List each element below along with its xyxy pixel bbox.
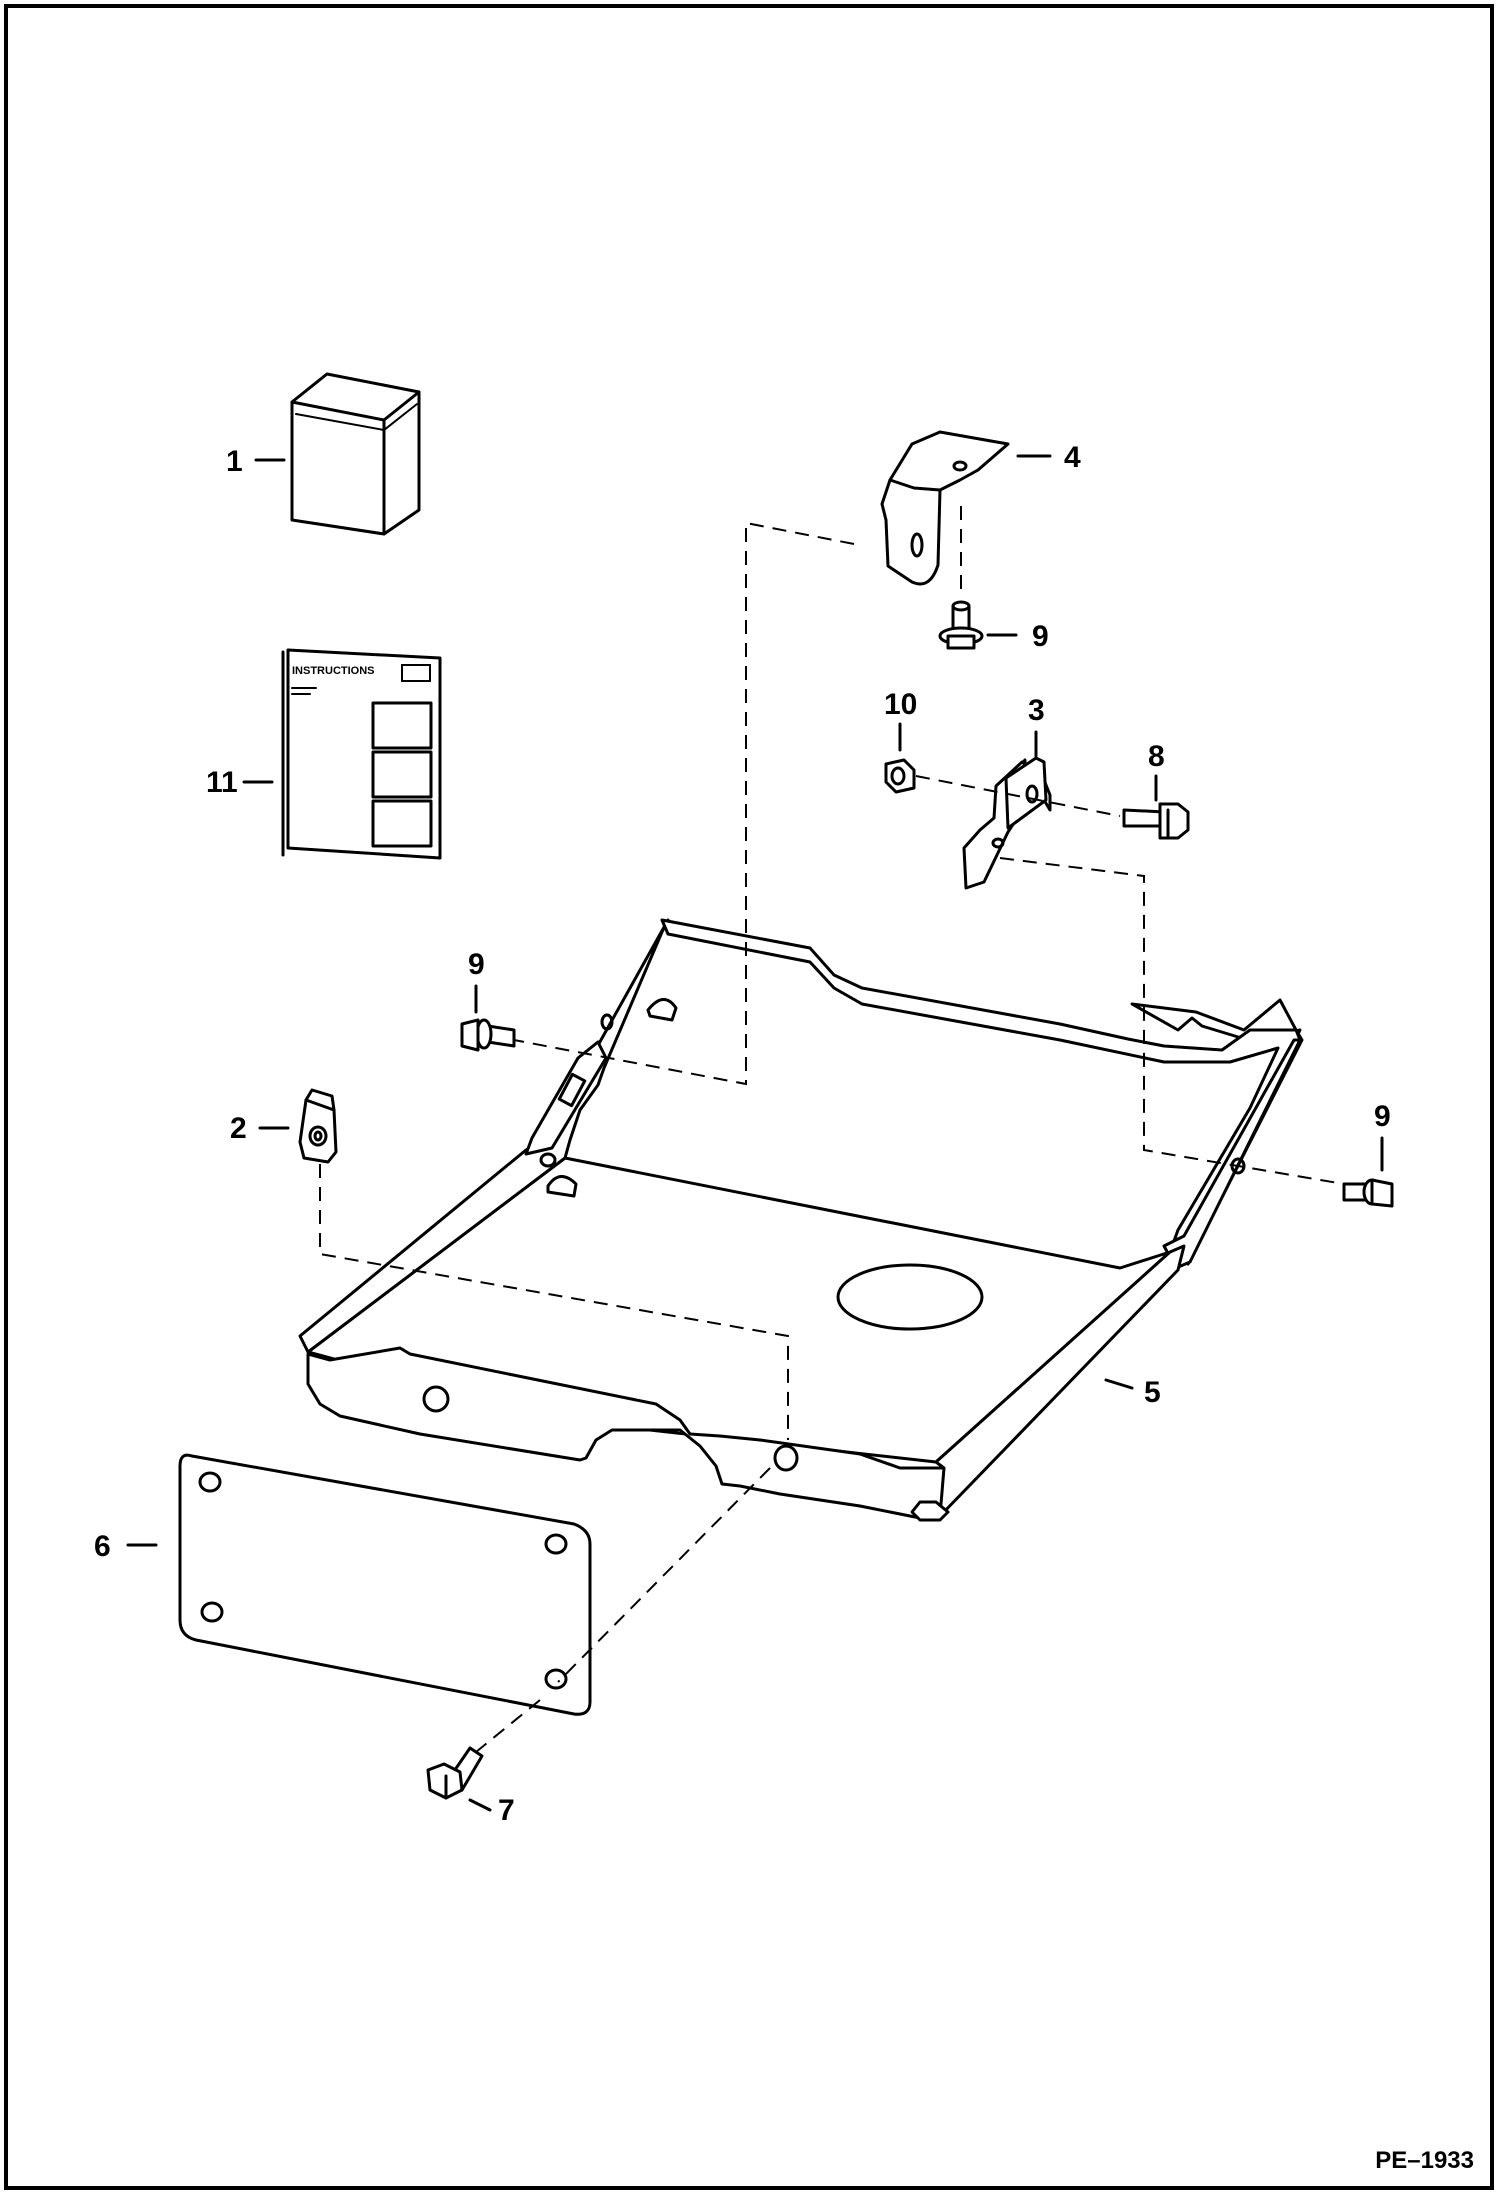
svg-text:2: 2 (230, 1112, 247, 1145)
callout-6: 6 (94, 1530, 158, 1563)
svg-text:5: 5 (1144, 1376, 1161, 1409)
callout-11: 11 (206, 766, 274, 799)
callout-2: 2 (230, 1112, 290, 1145)
part-2-clip-nut (298, 1088, 338, 1164)
callout-5: 5 (1104, 1376, 1161, 1409)
callout-8: 8 (1148, 740, 1165, 802)
part-6-cover-plate (178, 1453, 592, 1716)
svg-text:6: 6 (94, 1530, 111, 1563)
svg-text:9: 9 (1374, 1100, 1391, 1133)
svg-text:8: 8 (1148, 740, 1165, 773)
svg-text:7: 7 (498, 1794, 515, 1827)
part-7-cap-screw (426, 1746, 484, 1800)
svg-text:3: 3 (1028, 694, 1045, 727)
reference-code: PE–1933 (1375, 2147, 1474, 2174)
callout-4: 4 (1016, 441, 1081, 474)
svg-text:10: 10 (884, 688, 917, 721)
part-10-flange-nut (884, 758, 916, 794)
callout-7: 7 (468, 1794, 515, 1827)
part-1-kit-box (290, 372, 421, 536)
callout-1: 1 (226, 445, 286, 478)
callout-3: 3 (1028, 694, 1045, 758)
part-9-flange-bolt-left (460, 1018, 516, 1052)
svg-text:11: 11 (206, 766, 238, 799)
callout-10: 10 (884, 688, 917, 752)
svg-text:9: 9 (1032, 620, 1049, 653)
svg-text:9: 9 (468, 948, 485, 981)
part-3-lower-bracket (962, 756, 1052, 890)
callout-9-right: 9 (1374, 1100, 1391, 1172)
part-9-flange-bolt-right (1342, 1178, 1394, 1208)
part-11-instructions-sheet: INSTRUCTIONS (281, 648, 442, 860)
instructions-sheet-header: INSTRUCTIONS (292, 665, 375, 677)
callout-9-top: 9 (986, 620, 1049, 653)
page-border (4, 4, 1494, 2190)
assembly-lines (319, 506, 1345, 1753)
callout-9-left: 9 (468, 948, 485, 1014)
part-9-flange-bolt-top (938, 600, 984, 650)
part-8-hex-bolt (1122, 802, 1190, 840)
part-4-upper-bracket (880, 430, 1010, 586)
svg-text:1: 1 (226, 445, 243, 478)
svg-text:4: 4 (1064, 441, 1081, 474)
part-5-main-tray (298, 918, 1304, 1522)
callouts: 1 11 4 9 10 3 8 9 (94, 441, 1391, 1827)
